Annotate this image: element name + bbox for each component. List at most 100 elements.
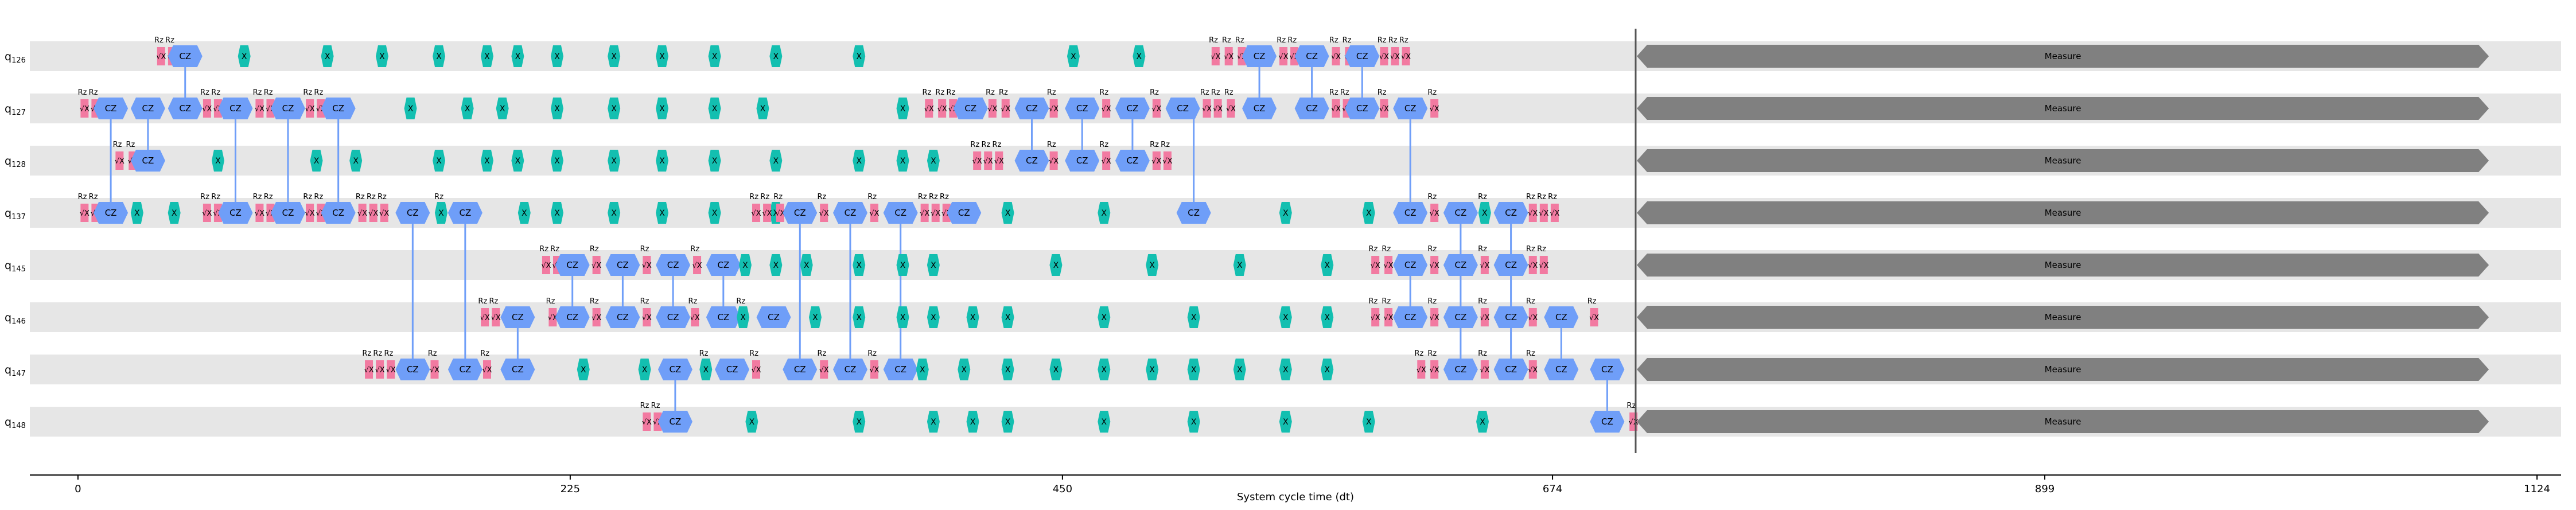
sx-gate [1391,47,1399,65]
sx-gate [1211,47,1220,65]
sx-gate [1430,360,1439,379]
sx-gate-label: √X [983,157,993,166]
cz-gate-label: CZ [566,312,578,322]
cz-gate [500,359,535,380]
rz-gate-label: Rz [89,193,98,201]
x-gate-label: X [515,157,521,166]
x-gate [738,254,752,276]
x-gate-label: X [325,52,330,61]
sx-gate [1539,256,1548,274]
rz-gate-label: Rz [1378,36,1387,45]
sx-gate-label: √X [305,105,315,114]
qubit-label: q147 [5,364,26,378]
sx-gate-label: √X [1224,53,1233,61]
x-gate [756,98,769,119]
sx-gate [482,360,491,379]
rz-gate-label: Rz [1399,36,1408,45]
sx-gate-label: √X [1629,418,1639,427]
sx-gate [306,99,314,118]
cz-gate-label: CZ [1455,312,1467,322]
cz-gate [395,359,430,380]
x-gate [577,359,590,380]
rz-gate-label: Rz [918,193,927,201]
cz-gate [1493,359,1528,380]
cz-gate [657,411,692,433]
sx-gate [369,204,378,222]
cz-gate [1393,306,1428,328]
rz-gate-label: Rz [699,349,709,358]
x-gate [1279,411,1292,433]
x-gate [708,98,721,119]
cz-gate-label: CZ [1026,155,1038,166]
sx-gate-label: √X [1528,366,1538,375]
cz-gate-label: CZ [1455,208,1467,218]
sx-gate-label: √X [1331,105,1341,114]
rz-gate-label: Rz [550,245,559,254]
sx-gate-label: √X [924,105,934,114]
sx-gate [481,308,489,326]
x-gate-label: X [1191,418,1197,427]
sx-gate [870,360,878,379]
qubit-label: q137 [5,207,26,221]
x-gate [1098,359,1111,380]
sx-gate [203,99,211,118]
x-gate [238,45,251,67]
sx-gate-label: √X [994,157,1004,166]
x-gate-label: X [1191,313,1197,322]
x-gate [1098,411,1111,433]
sx-gate [1203,99,1211,118]
x-gate [1146,254,1159,276]
qubit-label-prefix: q [5,50,11,63]
rz-gate-label: Rz [970,141,979,149]
cz-gate [500,306,535,328]
x-gate-label: X [659,52,665,61]
cz-gate-label: CZ [717,260,729,270]
x-gate-label: X [970,313,976,322]
sx-gate-label: √X [642,262,652,270]
sx-gate [1430,308,1439,326]
x-gate [1001,411,1014,433]
rz-gate-label: Rz [1382,297,1391,306]
measure-block [1636,306,2489,329]
cz-gate-label: CZ [1306,103,1318,114]
x-gate-label: X [436,52,442,61]
cz-gate [395,202,430,224]
x-gate-label: X [1366,418,1372,427]
rz-gate-label: Rz [981,141,990,149]
sx-gate-label: √X [1528,314,1538,322]
sx-gate [1528,308,1537,326]
x-gate-label: X [379,52,385,61]
x-gate-label: X [900,157,906,166]
sx-gate [1539,204,1548,222]
x-gate [769,254,783,276]
sx-gate-label: √X [819,209,829,218]
sx-gate-label: √X [1430,105,1439,114]
cz-gate-label: CZ [617,312,629,322]
cz-gate-label: CZ [717,312,729,322]
rz-gate-label: Rz [211,193,220,201]
rz-gate-label: Rz [546,297,555,306]
sx-gate-label: √X [972,157,982,166]
x-gate-label: X [1283,209,1289,218]
x-gate-label: X [900,261,906,270]
x-gate [404,98,417,119]
rz-gate-label: Rz [200,193,209,201]
sx-gate-label: √X [1202,105,1212,114]
sx-gate [430,360,439,379]
x-gate [1067,45,1080,67]
rz-gate-label: Rz [1548,193,1557,201]
qubit-label: q146 [5,312,26,326]
cz-gate-label: CZ [1356,103,1368,114]
qubit-label-index: 126 [11,56,26,65]
rz-gate-label: Rz [1478,193,1487,201]
sx-gate-label: √X [1480,366,1489,375]
x-gate [310,150,323,172]
x-gate-label: X [465,104,470,114]
x-gate [916,359,929,380]
x-gate-label: X [659,209,665,218]
axis-tick-label: 0 [75,483,81,495]
rz-gate-label: Rz [986,88,995,97]
qubit-label: q148 [5,416,26,430]
x-gate-label: X [773,209,779,218]
cz-gate-label: CZ [845,208,857,218]
